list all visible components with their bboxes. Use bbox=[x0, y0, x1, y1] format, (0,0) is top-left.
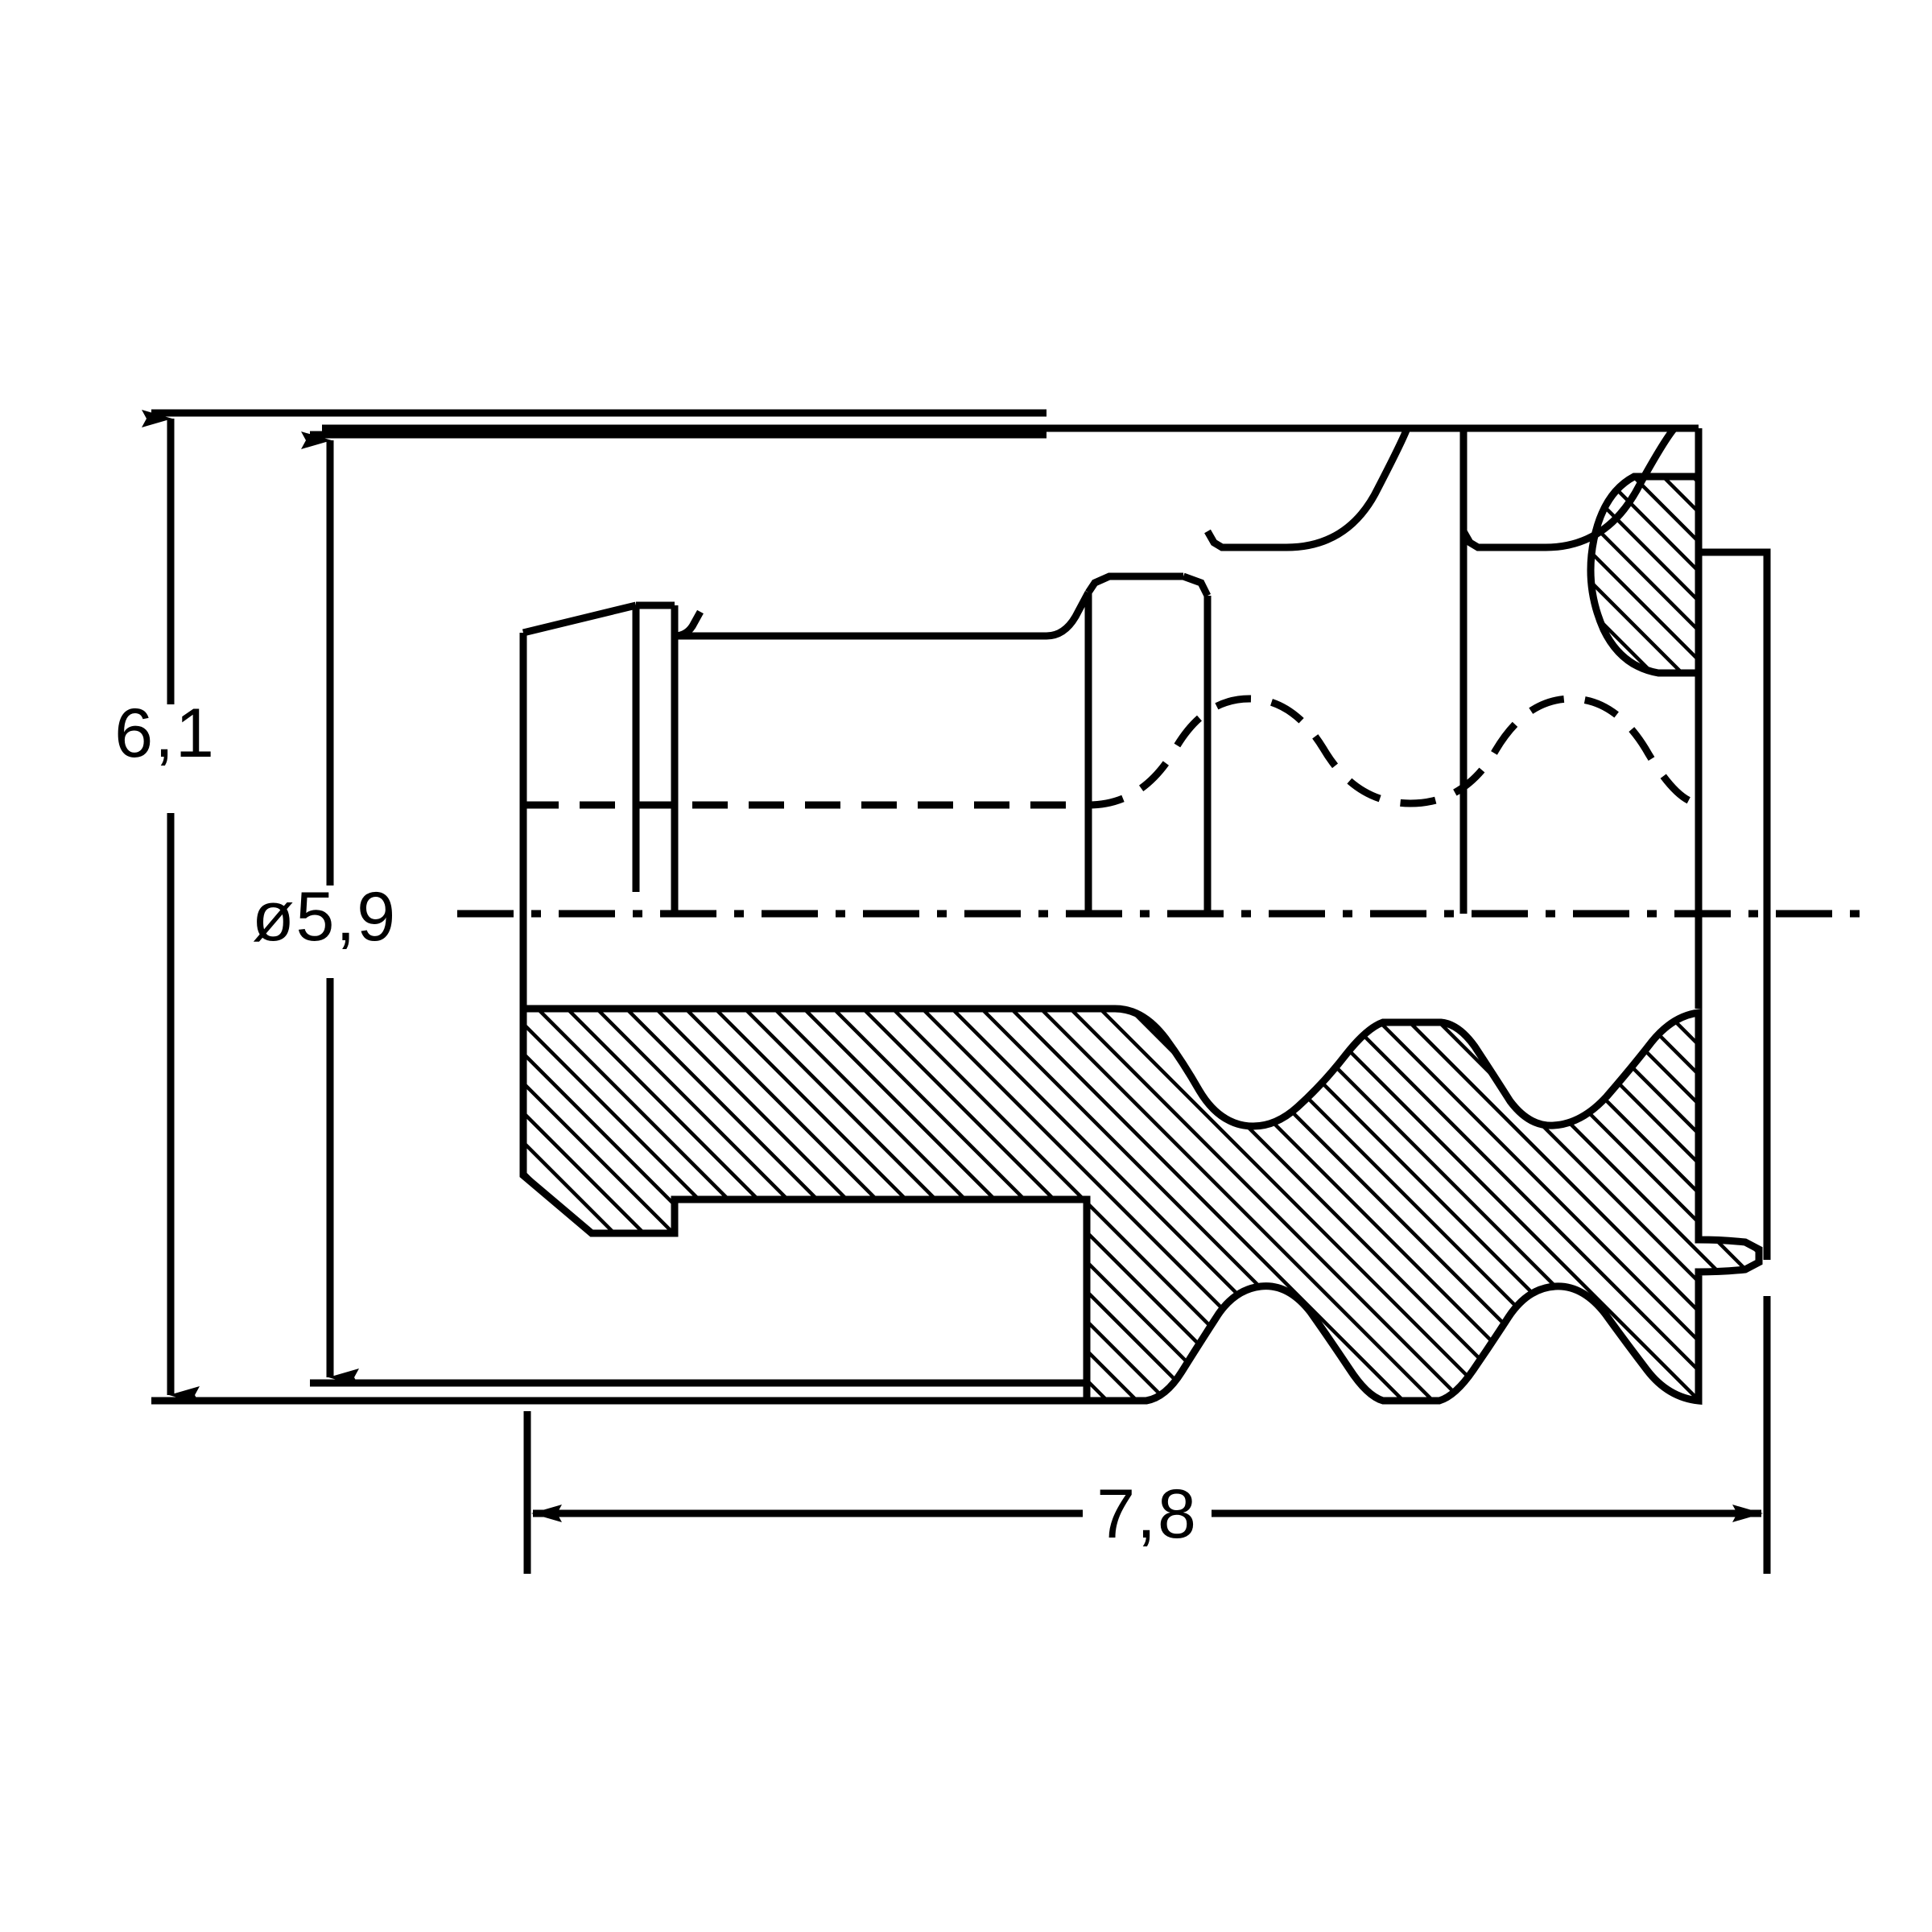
dimension-label-diameter: ø5,9 bbox=[252, 878, 397, 956]
dimension-label-height: 6,1 bbox=[114, 695, 216, 772]
sectioned-body-lower-half bbox=[519, 1005, 1763, 1406]
hidden-thread-root-wave bbox=[1088, 695, 1699, 809]
thread-crest-1-top-right-chamfer bbox=[1182, 572, 1212, 598]
tip-lobe-outline bbox=[1587, 473, 1703, 677]
thread-root-1-floor bbox=[1204, 529, 1286, 551]
tip-section-lobe bbox=[1587, 473, 1703, 677]
dimension-length-7-8: 7,8 bbox=[523, 1296, 1771, 1574]
dimension-diameter-5-9: ø5,9 bbox=[252, 431, 1087, 1387]
lower-section-outline bbox=[519, 1005, 1763, 1406]
flange-chamfer-left bbox=[522, 601, 638, 637]
dimension-height-6-1: 6,1 bbox=[114, 409, 1087, 1405]
shank-flange-fillet bbox=[674, 609, 704, 640]
thread-crest-1-left-fillet bbox=[1046, 590, 1092, 640]
hidden-lines-group bbox=[523, 695, 1699, 809]
right-end-step-outline bbox=[1695, 548, 1771, 1260]
thread-root-2-floor bbox=[1460, 529, 1546, 551]
thread-flank-1-rise bbox=[1286, 427, 1411, 551]
dimension-label-length: 7,8 bbox=[1096, 1476, 1198, 1553]
right-step-profile bbox=[1699, 548, 1771, 1260]
outline-body-upper-half bbox=[322, 424, 1703, 1009]
thread-crest-1-top-left-chamfer bbox=[1085, 572, 1183, 595]
